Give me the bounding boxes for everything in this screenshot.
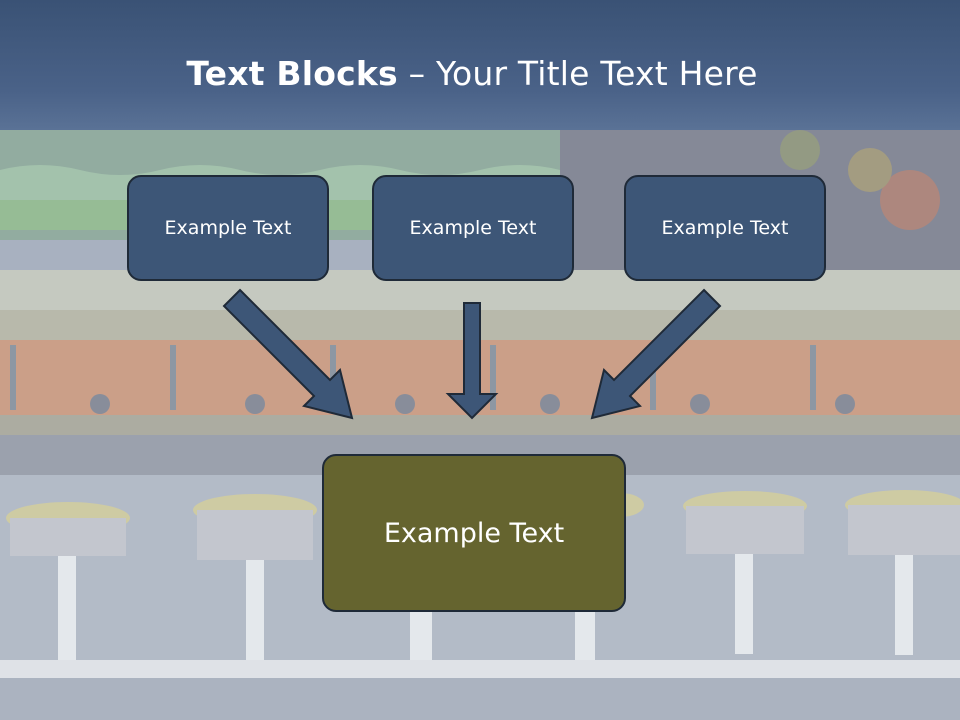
- text-block-2: Example Text: [372, 175, 574, 281]
- text-block-1: Example Text: [127, 175, 329, 281]
- text-block-3: Example Text: [624, 175, 826, 281]
- header-band: [0, 0, 960, 130]
- text-block-target: Example Text: [322, 454, 626, 612]
- slide-title: Text Blocks – Your Title Text Here: [0, 54, 944, 93]
- title-rest: – Your Title Text Here: [397, 54, 758, 93]
- title-bold: Text Blocks: [186, 54, 398, 93]
